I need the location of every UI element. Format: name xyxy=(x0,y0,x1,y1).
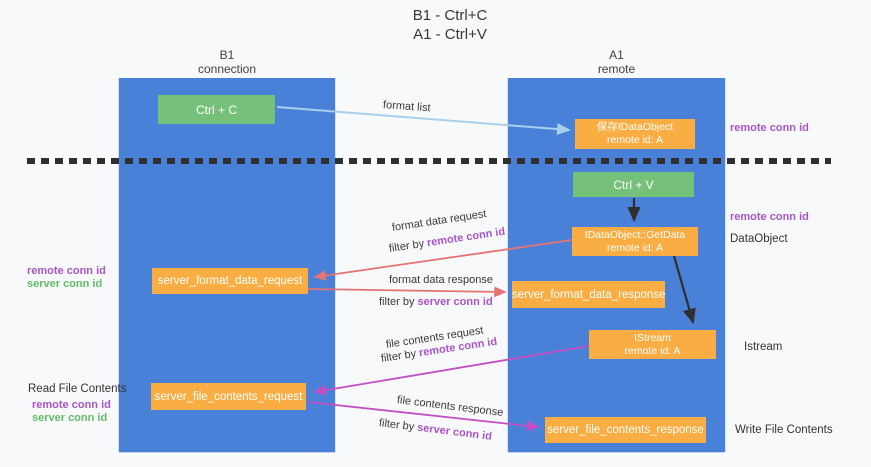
edge-label-file-contents-response: file contents response xyxy=(396,394,504,419)
node-server-format-data-request: server_format_data_request xyxy=(152,268,308,294)
node-server-file-contents-response-label: server_file_contents_response xyxy=(547,424,704,436)
lane-a1-subtitle: remote xyxy=(597,61,636,76)
lane-b1-subtitle: connection xyxy=(197,61,257,76)
node-server-file-contents-response: server_file_contents_response xyxy=(545,417,706,443)
node-save-idataobject-line2: remote id: A xyxy=(606,134,664,146)
lane-header-a1: A1 remote xyxy=(508,48,725,76)
node-server-format-data-response-label: server_format_data_response xyxy=(512,288,666,301)
filter-by-text: filter by xyxy=(388,237,425,255)
node-ctrl-c-label: Ctrl + C xyxy=(195,102,237,117)
node-save-idataobject: 保存IDataObject remote id: A xyxy=(575,119,695,149)
annotation-remote-conn-id-top: remote conn id xyxy=(730,122,809,134)
diagram-title: B1 - Ctrl+C A1 - Ctrl+V xyxy=(413,6,488,44)
annotation-left-server-conn-id-2: server conn id xyxy=(32,412,108,424)
node-server-file-contents-request: server_file_contents_request xyxy=(151,383,306,410)
annotation-remote-conn-id-mid: remote conn id xyxy=(730,211,809,223)
filter-key-server-conn-id: server conn id xyxy=(417,296,493,308)
filter-by-text: filter by xyxy=(380,347,417,365)
annotation-left-server-conn-id: server conn id xyxy=(27,278,103,290)
lane-a1-title: A1 xyxy=(609,48,624,62)
annotation-read-file-contents: Read File Contents xyxy=(28,383,127,395)
node-istream-line2: remote id: A xyxy=(624,344,681,357)
node-server-format-data-response: server_format_data_response xyxy=(512,281,665,308)
node-idataobject-getdata-line2: remote id: A xyxy=(606,241,664,254)
annotation-left-remote-conn-id: remote conn id xyxy=(27,265,106,277)
node-save-idataobject-line1: 保存IDataObject xyxy=(596,121,674,133)
node-ctrl-c: Ctrl + C xyxy=(158,95,275,124)
node-ctrl-v-label: Ctrl + V xyxy=(613,177,654,192)
lane-header-b1: B1 connection xyxy=(119,48,335,76)
filter-by-text: filter by xyxy=(378,417,415,434)
filter-by-text: filter by xyxy=(379,296,415,308)
arrow-format-data-response xyxy=(307,286,507,298)
node-istream-line1: IStream xyxy=(634,331,671,344)
annotation-write-file-contents: Write File Contents xyxy=(735,424,833,436)
annotation-left-conn-ids-bottom: remote conn id server conn id xyxy=(32,399,111,425)
diagram-title-line2: A1 - Ctrl+V xyxy=(413,26,487,43)
dashed-separator-line xyxy=(27,158,831,164)
lane-b1-title: B1 xyxy=(219,48,235,62)
diagram-title-line1: B1 - Ctrl+C xyxy=(412,7,488,24)
node-server-file-contents-request-label: server_file_contents_request xyxy=(154,390,303,403)
annotation-dataobject: DataObject xyxy=(730,233,788,245)
annotation-istream: Istream xyxy=(744,341,783,353)
annotation-left-conn-ids-mid: remote conn id server conn id xyxy=(27,265,106,291)
node-istream: IStream remote id: A xyxy=(589,330,716,359)
edge-label-format-data-response: format data response xyxy=(389,274,493,286)
node-idataobject-getdata: IDataObject::GetData remote id: A xyxy=(572,227,698,256)
edge-label-format-list: format list xyxy=(382,99,431,115)
node-idataobject-getdata-line1: IDataObject::GetData xyxy=(584,228,686,241)
filter-key-server-conn-id: server conn id xyxy=(416,421,493,443)
node-ctrl-v: Ctrl + V xyxy=(573,172,694,197)
node-server-format-data-request-label: server_format_data_request xyxy=(157,275,303,287)
filter-key-remote-conn-id: remote conn id xyxy=(426,225,506,250)
annotation-left-remote-conn-id-2: remote conn id xyxy=(32,399,111,411)
